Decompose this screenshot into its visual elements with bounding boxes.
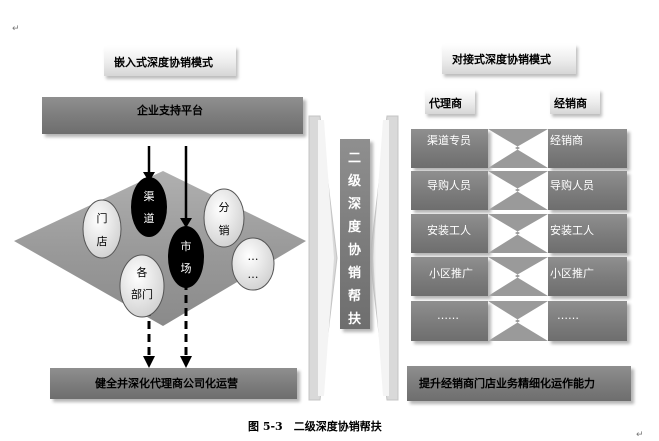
dealer-row-3: 安装工人 [548,214,627,253]
node-channel: 渠 道 [131,177,167,237]
dealer-row-2-label: 导购人员 [550,179,594,192]
agent-row-2-label: 导购人员 [427,179,471,192]
figure-caption: 图 5-3 二级深度协销帮扶 [248,420,382,433]
row-connectors [488,129,548,341]
platform-bar: 企业支持平台 [42,97,303,134]
left-title: 嵌入式深度协销模式 [114,56,213,69]
node-distribution-line2: 销 [219,223,230,237]
node-channel-line1: 渠 [144,190,155,203]
dealer-row-4: 小区推广 [548,257,627,296]
node-more-line2: … [248,268,259,281]
agent-row-5-label: …… [437,309,459,322]
agent-row-5: …… [411,301,488,341]
node-dept: 各 部门 [119,254,165,318]
paragraph-mark: ↵ [636,430,644,440]
right-bottom-bar: 提升经销商门店业务精细化运作能力 [407,366,631,401]
left-title-box: 嵌入式深度协销模式 [104,46,236,76]
center-right-arrow [369,115,399,401]
arrow-head [143,356,155,368]
agent-row-1-label: 渠道专员 [427,134,471,147]
platform-label: 企业支持平台 [137,104,203,117]
dealer-row-2: 导购人员 [548,171,627,210]
col-header-agent: 代理商 [425,89,475,114]
dealer-row-1-label: 经销商 [550,134,583,147]
right-title: 对接式深度协销模式 [452,53,551,66]
center-label-box: 二级深度协销帮扶 [340,139,370,329]
node-more-line1: … [248,250,259,263]
dealer-row-5: …… [548,301,627,341]
node-market: 市 场 [168,226,204,288]
center-left-arrow [308,115,338,401]
node-distribution: 分 销 [203,188,245,248]
node-channel-line2: 道 [144,211,155,225]
dealer-row-5-label: …… [557,309,579,322]
agent-row-1: 渠道专员 [411,129,488,168]
agent-row-2: 导购人员 [411,171,488,210]
left-bottom-bar: 健全并深化代理商公司化运营 [50,368,297,399]
dealer-row-4-label: 小区推广 [550,267,594,280]
arrow-head [180,218,192,228]
dealer-row-1: 经销商 [548,129,627,168]
right-bottom-label: 提升经销商门店业务精细化运作能力 [419,377,595,390]
agent-row-4: 小区推广 [411,257,488,296]
col-header-dealer-label: 经销商 [554,97,587,110]
agent-row-3: 安装工人 [411,214,488,253]
dealer-row-3-label: 安装工人 [550,224,594,237]
node-market-line2: 场 [181,261,192,275]
node-distribution-line1: 分 [219,201,230,214]
node-more: … … [231,237,275,291]
paragraph-mark: ↵ [12,24,20,34]
col-header-agent-label: 代理商 [429,97,462,110]
arrow-head [180,356,192,368]
right-title-box: 对接式深度协销模式 [442,44,576,74]
node-store-line2: 店 [97,234,108,248]
agent-row-3-label: 安装工人 [427,224,471,237]
node-market-line1: 市 [181,239,192,253]
node-store: 门 店 [82,199,122,259]
agent-row-4-label: 小区推广 [429,267,473,280]
node-dept-line2: 部门 [131,287,153,301]
center-label: 二级深度协销帮扶 [348,151,362,327]
col-header-dealer: 经销商 [550,89,600,114]
node-store-line1: 门 [97,211,108,225]
left-bottom-label: 健全并深化代理商公司化运营 [95,377,238,390]
node-dept-line1: 各 [137,265,148,279]
